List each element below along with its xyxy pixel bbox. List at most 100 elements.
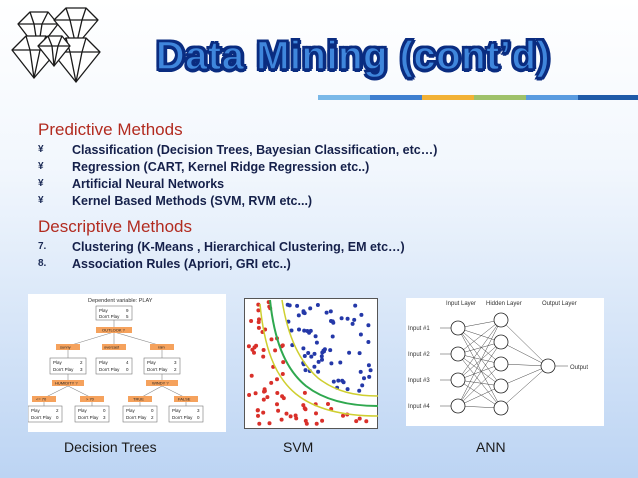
svg-text:2: 2 xyxy=(56,408,59,413)
diamond-logo-icon xyxy=(11,7,101,83)
ann-connection xyxy=(457,341,502,381)
ann-connection xyxy=(500,341,549,367)
svm-point xyxy=(275,402,279,407)
svm-margin-line xyxy=(259,303,379,417)
svm-figure xyxy=(244,298,379,429)
ann-connection xyxy=(457,353,502,409)
svm-point xyxy=(257,421,262,426)
svm-point xyxy=(281,360,286,365)
svm-point xyxy=(256,302,261,307)
svg-text:Don't Play: Don't Play xyxy=(99,367,120,372)
svg-text:Don't Play: Don't Play xyxy=(126,415,147,420)
descriptive-methods-list: 7.Clustering (K-Means , Hierarchical Clu… xyxy=(38,238,405,272)
svm-point xyxy=(362,376,366,381)
ann-connection xyxy=(457,327,502,409)
svm-point xyxy=(352,317,357,322)
ann-connection xyxy=(457,319,502,355)
svm-point xyxy=(288,414,293,419)
svm-point xyxy=(345,316,350,321)
svg-text:3: 3 xyxy=(174,360,177,365)
hidden-node xyxy=(493,334,509,350)
svg-text:5: 5 xyxy=(126,314,129,319)
svm-point xyxy=(328,309,333,314)
descriptive-methods-heading: Descriptive Methods xyxy=(38,217,193,236)
svg-text:Don't Play: Don't Play xyxy=(147,367,168,372)
svm-point xyxy=(366,340,371,344)
input-label: Input #2 xyxy=(408,352,430,358)
list-item: ¥Artificial Neural Networks xyxy=(38,176,225,191)
svm-point xyxy=(249,373,254,378)
svg-text:Play: Play xyxy=(99,308,109,313)
svm-point xyxy=(312,351,317,356)
svm-point xyxy=(280,372,285,376)
split-label: HUMIDITY ? xyxy=(55,381,78,386)
svg-text:2: 2 xyxy=(151,415,154,420)
tree-leaf: Play 3 Don't Play 0 xyxy=(168,405,204,423)
svm-point xyxy=(324,310,329,315)
svm-point xyxy=(322,347,327,352)
svm-point xyxy=(249,319,254,323)
svg-text:3: 3 xyxy=(103,415,106,420)
svg-text:Play: Play xyxy=(147,360,157,365)
ann-connection xyxy=(457,327,502,387)
svm-point xyxy=(267,421,272,426)
svm-point xyxy=(303,368,308,373)
output-node xyxy=(540,358,556,374)
predictive-methods-list: ¥Classification (Decision Trees, Bayesia… xyxy=(38,141,437,209)
bullet-marker: ¥ xyxy=(38,144,44,155)
hidden-node xyxy=(493,378,509,394)
svm-point xyxy=(354,419,359,424)
svg-text:0: 0 xyxy=(103,408,106,413)
slide-title: Data Mining (cont’d) xyxy=(155,33,551,78)
list-item: ¥Kernel Based Methods (SVM, RVM etc...) xyxy=(38,193,313,208)
input-node xyxy=(450,346,466,362)
svm-point xyxy=(301,346,306,351)
tree-leaf: Play 2 Don't Play 0 xyxy=(27,405,63,423)
bullet-marker: ¥ xyxy=(38,178,44,189)
svm-point xyxy=(368,368,373,373)
svm-point xyxy=(338,360,343,365)
svg-text:2: 2 xyxy=(174,367,177,372)
svm-point xyxy=(366,363,371,368)
svm-point xyxy=(261,348,266,352)
ann-connection xyxy=(457,341,502,355)
svm-point xyxy=(290,343,295,348)
svm-point xyxy=(262,387,267,392)
ann-connection xyxy=(457,319,502,381)
svm-point xyxy=(331,320,336,325)
caption-decision-trees: Decision Trees xyxy=(64,439,157,455)
svm-point xyxy=(246,344,251,349)
svm-point xyxy=(256,325,261,330)
svg-text:4: 4 xyxy=(126,360,129,365)
svm-point xyxy=(284,411,289,416)
svm-point xyxy=(307,330,312,335)
svm-point xyxy=(280,394,285,399)
accent-bar xyxy=(422,95,474,100)
input-node xyxy=(450,372,466,388)
decision-tree-figure: Dependent variable: PLAY Play 9 Don't Pl… xyxy=(27,294,226,432)
svm-point xyxy=(269,380,274,385)
ann-connection xyxy=(457,327,502,365)
svm-point xyxy=(261,354,266,359)
input-label: Input #4 xyxy=(408,404,430,410)
hidden-node xyxy=(493,356,509,372)
svm-point xyxy=(312,364,317,369)
ann-connection xyxy=(457,363,502,381)
svm-point xyxy=(339,316,344,321)
svg-text:3: 3 xyxy=(197,408,200,413)
svg-text:0: 0 xyxy=(56,415,59,420)
svg-text:0: 0 xyxy=(197,415,200,420)
svm-point xyxy=(357,388,362,393)
svm-point xyxy=(336,378,341,383)
svm-point xyxy=(261,397,266,402)
split-label: WINDY ? xyxy=(152,381,169,386)
svm-point xyxy=(269,337,274,342)
svm-point xyxy=(309,354,314,359)
svm-point xyxy=(314,421,319,426)
svm-point xyxy=(275,391,280,395)
list-item: 8.Association Rules (Apriori, GRI etc..) xyxy=(38,256,291,271)
output-label: Output xyxy=(570,365,588,371)
svg-text:0: 0 xyxy=(151,408,154,413)
branch-label: sunny xyxy=(60,345,71,350)
ann-connection xyxy=(457,363,502,407)
